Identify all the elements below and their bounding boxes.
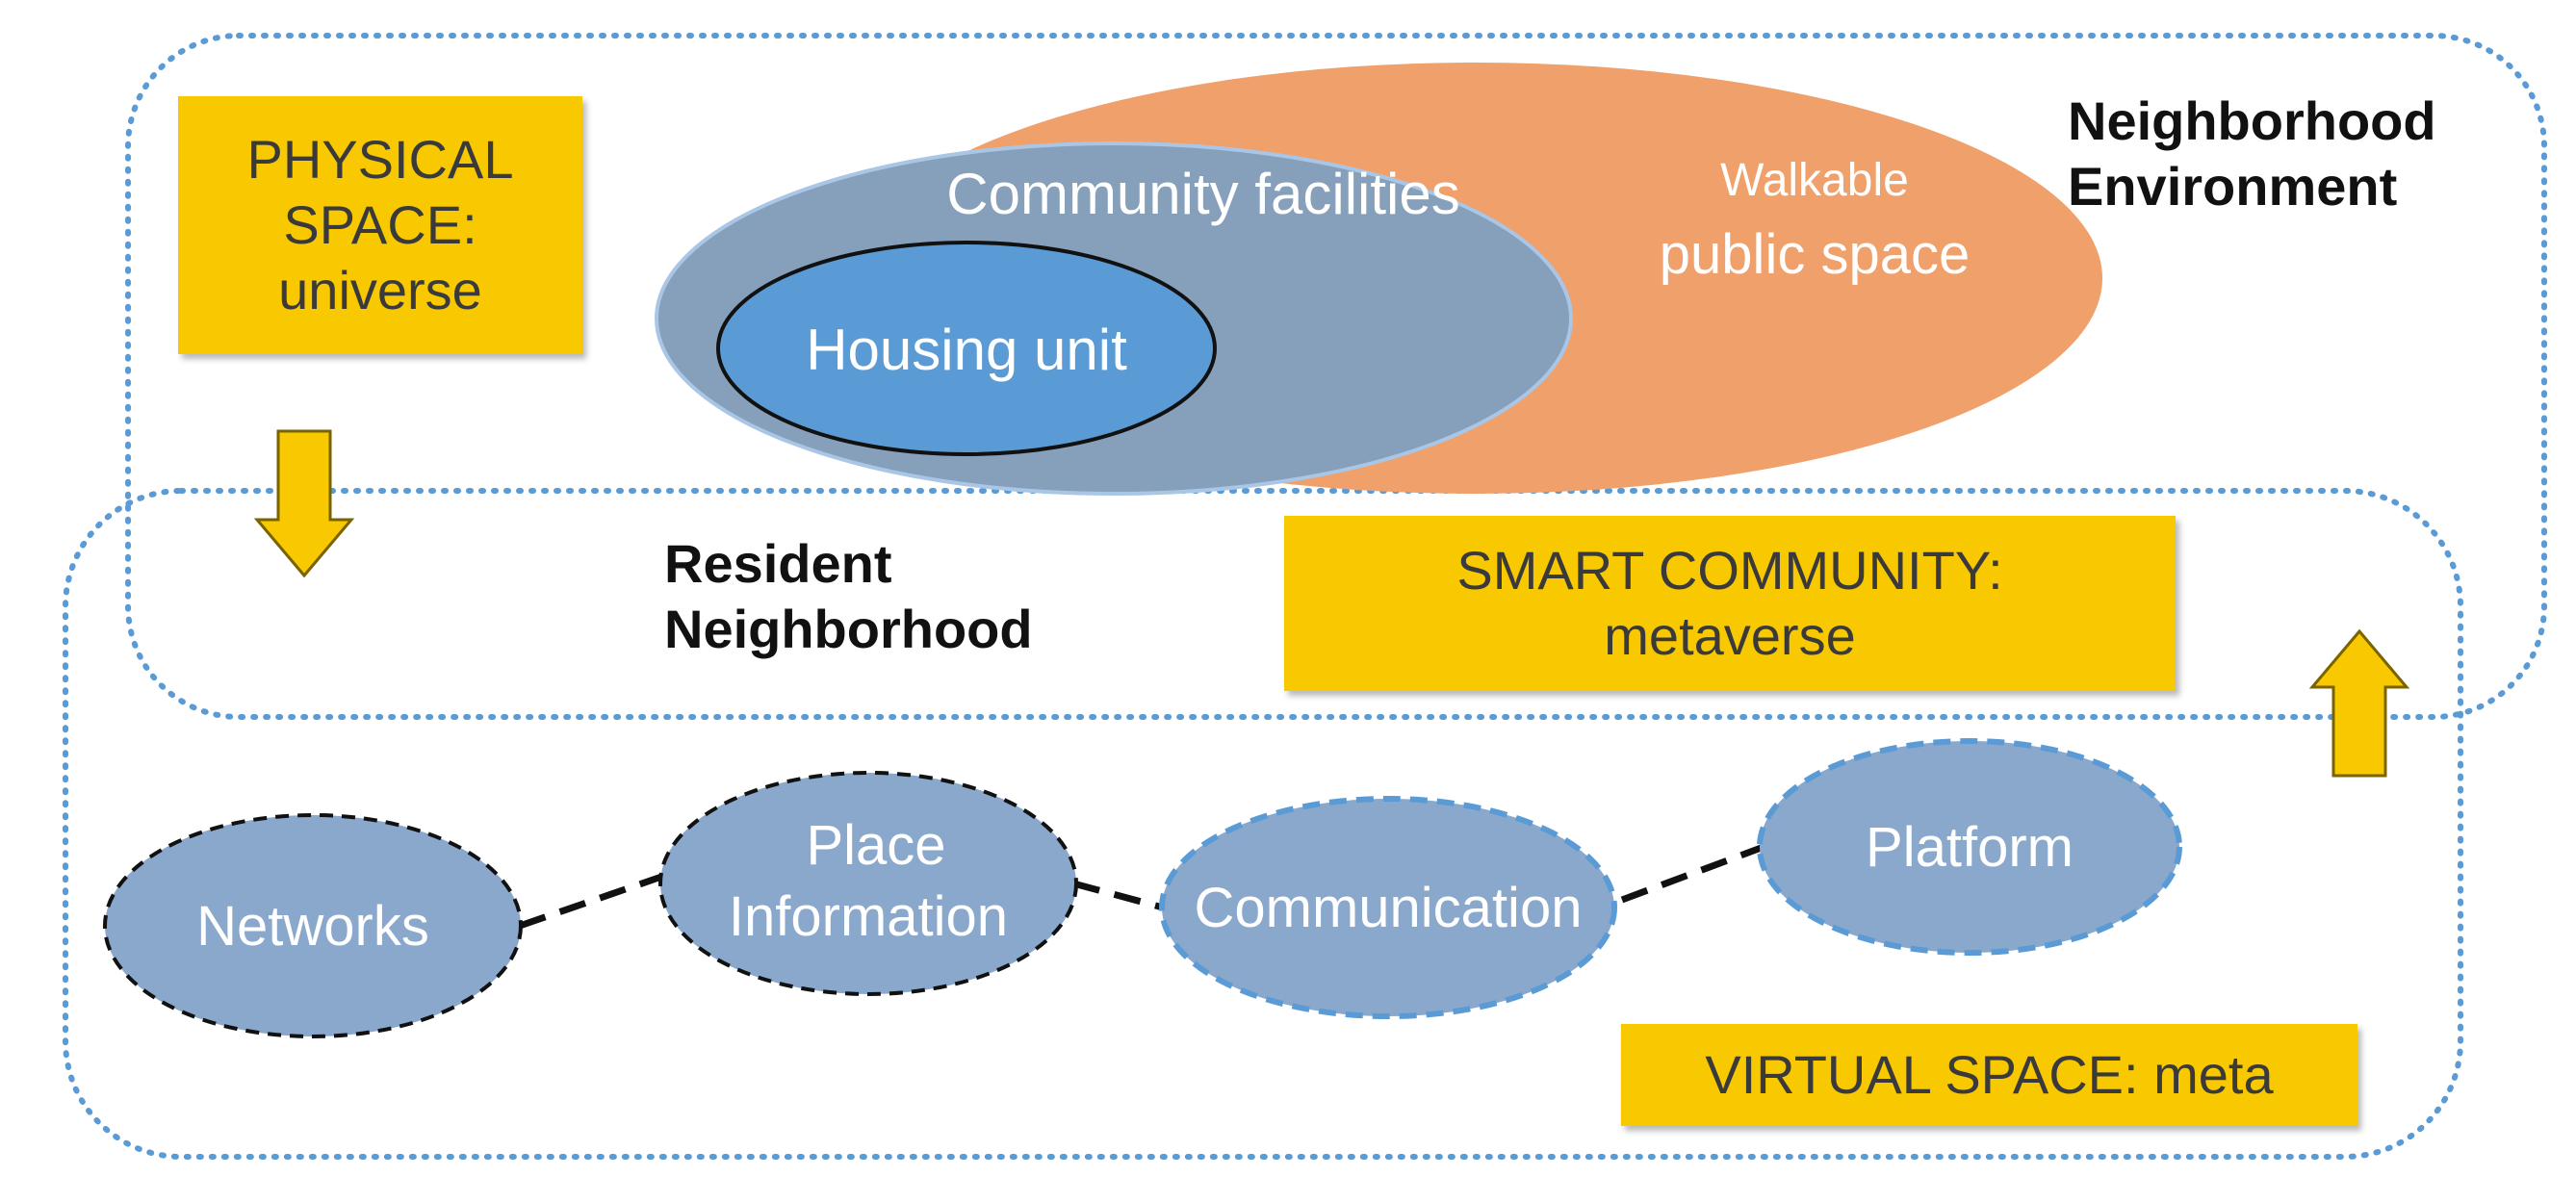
smart-community-line1: SMART COMMUNITY: xyxy=(1456,539,2003,601)
neighborhood-environment-line1: Neighborhood xyxy=(2068,90,2436,151)
housing-unit-ellipse xyxy=(716,241,1217,456)
neighborhood-environment-label: Neighborhood Environment xyxy=(2068,89,2436,220)
resident-neighborhood-line2: Neighborhood xyxy=(664,599,1033,660)
up-arrow-icon-shape xyxy=(2308,628,2410,778)
physical-space-line3: universe xyxy=(278,260,482,321)
place-label-line2: Information xyxy=(729,885,1008,948)
virtual-space-box: VIRTUAL SPACE: meta xyxy=(1621,1024,2357,1126)
community-facilities-label: Community facilities xyxy=(946,162,1459,226)
connector-networks-place xyxy=(518,872,666,930)
walkable-label-line2: public space xyxy=(1660,223,1970,286)
housing-unit-label: Housing unit xyxy=(806,318,1127,382)
networks-node xyxy=(103,813,523,1038)
virtual-space-label: VIRTUAL SPACE: meta xyxy=(1705,1043,2274,1105)
place-label-line1: Place xyxy=(806,814,945,877)
communication-node xyxy=(1159,796,1617,1019)
neighborhood-environment-line2: Environment xyxy=(2068,156,2398,217)
connector-place-communication xyxy=(1072,880,1164,911)
resident-neighborhood-line1: Resident xyxy=(664,533,892,594)
walkable-label-line1: Walkable xyxy=(1720,155,1909,206)
physical-space-box: PHYSICAL SPACE: universe xyxy=(178,96,582,354)
resident-neighborhood-label: Resident Neighborhood xyxy=(664,531,1033,663)
down-arrow-icon xyxy=(253,429,355,578)
physical-space-line2: SPACE: xyxy=(283,193,477,255)
physical-space-line1: PHYSICAL xyxy=(246,128,514,190)
communication-label: Communication xyxy=(1195,877,1583,939)
platform-node xyxy=(1757,738,2182,956)
platform-label: Platform xyxy=(1866,816,2074,879)
smart-community-box: SMART COMMUNITY: metaverse xyxy=(1284,516,2176,691)
networks-label: Networks xyxy=(196,895,429,958)
resident-neighborhood-region xyxy=(63,488,2463,1160)
smart-community-line2: metaverse xyxy=(1604,605,1856,666)
place-information-node xyxy=(658,771,1078,996)
connector-communication-platform xyxy=(1620,843,1765,904)
